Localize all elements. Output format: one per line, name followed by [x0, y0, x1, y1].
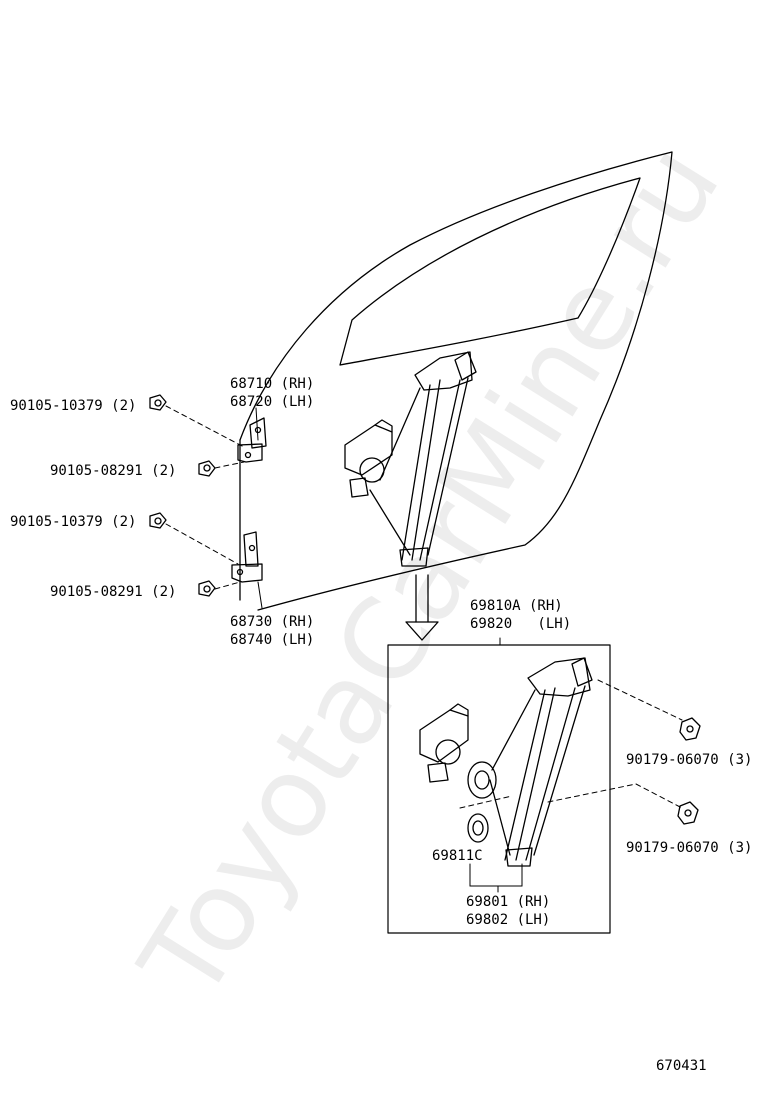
door-outline: [240, 152, 672, 610]
label-regulator-lh: 69802 (LH): [466, 912, 551, 928]
label-lower-hinge-rh: 68730 (RH): [230, 614, 315, 630]
label-bolt-upper-a: 90105-10379 (2): [10, 398, 137, 414]
label-regulator-assy-rh: 69810A (RH): [470, 598, 563, 614]
diagram-code: 670431: [656, 1058, 707, 1074]
label-cushion: 69811C: [432, 848, 483, 864]
detail-arrow-icon: [406, 575, 438, 640]
label-regulator-assy-lh: 69820 (LH): [470, 616, 572, 632]
label-regulator-rh: 69801 (RH): [466, 894, 551, 910]
label-upper-hinge-lh: 68720 (LH): [230, 394, 315, 410]
bolt-lower-a-icon: [150, 513, 166, 528]
nut-lower-icon: [678, 802, 698, 824]
window-regulator-detail: [490, 658, 592, 866]
label-nut-lower: 90179-06070 (3): [626, 840, 753, 856]
window-opening: [340, 178, 640, 365]
label-bolt-lower-b: 90105-08291 (2): [50, 584, 177, 600]
window-regulator-in-door: [370, 352, 476, 566]
label-nut-upper: 90179-06070 (3): [626, 752, 753, 768]
lower-door-hinge: [232, 532, 262, 582]
detail-box: [388, 645, 610, 933]
upper-door-hinge: [238, 418, 266, 462]
bolt-upper-b-icon: [199, 461, 215, 476]
label-upper-hinge-rh: 68710 (RH): [230, 376, 315, 392]
label-bolt-upper-b: 90105-08291 (2): [50, 463, 177, 479]
regulator-motor-in-door: [345, 420, 392, 497]
bolt-lower-b-icon: [199, 581, 215, 596]
regulator-motor-detail: [420, 704, 497, 843]
nut-upper-icon: [680, 718, 700, 740]
label-bolt-lower-a: 90105-10379 (2): [10, 514, 137, 530]
bolt-upper-a-icon: [150, 395, 166, 410]
label-lower-hinge-lh: 68740 (LH): [230, 632, 315, 648]
